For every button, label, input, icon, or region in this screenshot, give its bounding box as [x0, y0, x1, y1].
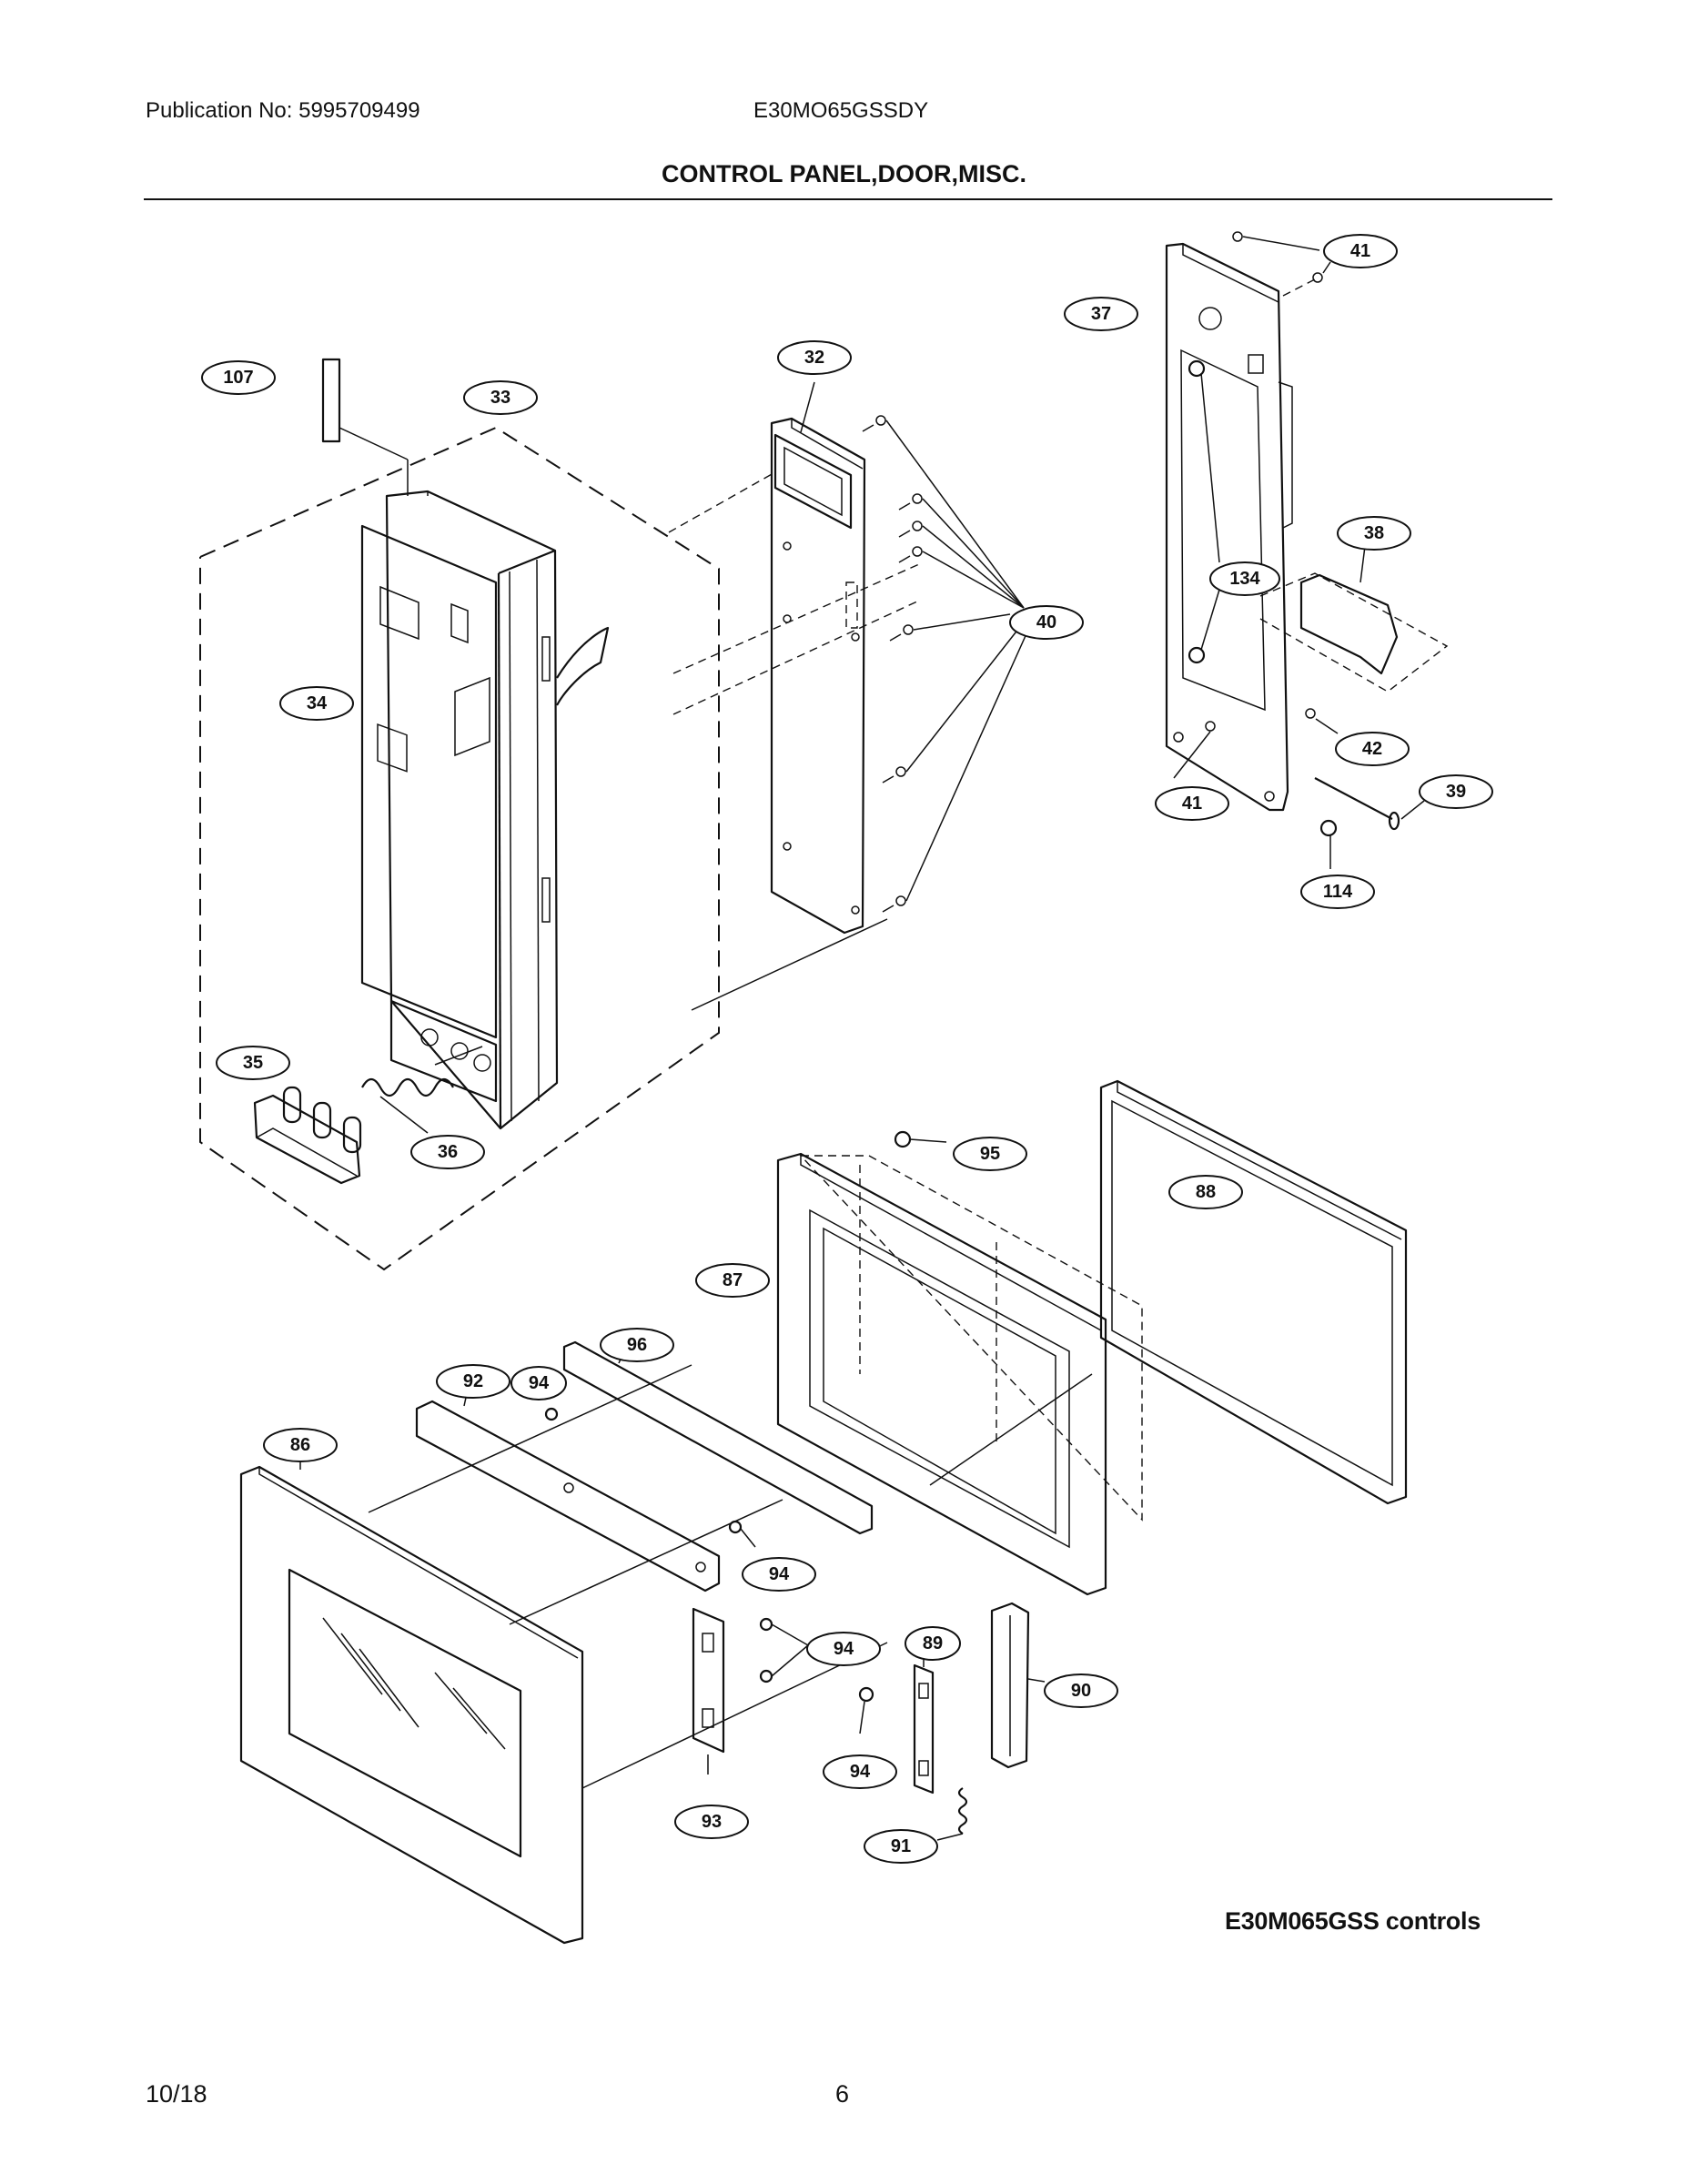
svg-text:94: 94 [529, 1373, 550, 1393]
svg-text:87: 87 [723, 1270, 743, 1290]
callout-38: 38 [1337, 516, 1411, 551]
diagram-caption: E30M065GSS controls [1225, 1907, 1481, 1935]
callout-42: 42 [1335, 732, 1410, 766]
svg-text:41: 41 [1182, 794, 1202, 814]
svg-text:32: 32 [804, 348, 824, 368]
part-40-screws [862, 415, 1029, 913]
callout-91: 91 [864, 1829, 938, 1864]
svg-text:134: 134 [1229, 569, 1260, 589]
callout-87: 87 [695, 1263, 770, 1298]
callout-86: 86 [263, 1428, 338, 1462]
callout-94-a: 94 [510, 1366, 567, 1400]
callout-114: 114 [1300, 875, 1375, 909]
part-91-spring [936, 1787, 968, 1841]
part-32-board [770, 381, 866, 935]
part-95-screw [894, 1130, 947, 1148]
page-number: 6 [835, 2080, 850, 2108]
part-114-screw [1319, 819, 1338, 869]
svg-text:91: 91 [891, 1836, 911, 1856]
svg-text:86: 86 [290, 1435, 310, 1455]
part-89-latch [913, 1649, 935, 1795]
callout-95: 95 [953, 1137, 1027, 1171]
callout-88: 88 [1168, 1175, 1243, 1209]
callout-94-d: 94 [823, 1754, 897, 1789]
callout-134: 134 [1209, 561, 1280, 596]
model-number: E30MO65GSSDY [753, 98, 929, 123]
callout-40: 40 [1009, 605, 1084, 640]
callout-94-b: 94 [742, 1557, 816, 1592]
part-39-rod [1314, 777, 1425, 831]
callout-34: 34 [279, 686, 354, 721]
callout-36: 36 [410, 1135, 485, 1169]
part-88-choke-frame [1099, 1079, 1408, 1505]
part-93-hinge-plate [692, 1607, 725, 1774]
svg-text:42: 42 [1362, 739, 1382, 759]
svg-text:96: 96 [627, 1335, 647, 1355]
projection-lines [668, 472, 920, 1011]
svg-text:35: 35 [243, 1053, 263, 1073]
svg-text:39: 39 [1446, 782, 1466, 802]
svg-text:37: 37 [1091, 304, 1111, 324]
callout-92: 92 [436, 1364, 510, 1399]
svg-text:94: 94 [850, 1762, 871, 1782]
svg-text:89: 89 [923, 1633, 943, 1653]
callout-96: 96 [600, 1328, 674, 1362]
svg-text:92: 92 [463, 1371, 483, 1391]
svg-text:94: 94 [834, 1639, 854, 1659]
callout-35: 35 [216, 1046, 290, 1080]
part-86-door [239, 1364, 888, 1945]
part-37-bracket [1165, 242, 1293, 812]
part-33-control-panel [385, 490, 610, 1130]
svg-text:34: 34 [307, 693, 328, 713]
svg-text:38: 38 [1364, 523, 1384, 543]
svg-text:93: 93 [702, 1812, 722, 1832]
part-94-screws [544, 1407, 874, 1734]
callout-90: 90 [1044, 1673, 1118, 1708]
callout-bubbles: 107 33 32 37 41 38 134 40 34 42 39 41 11… [201, 234, 1493, 1864]
svg-text:114: 114 [1323, 882, 1353, 902]
callout-37: 37 [1064, 297, 1138, 331]
callout-107: 107 [201, 360, 276, 395]
part-38-clip [1259, 545, 1449, 693]
section-title: CONTROL PANEL,DOOR,MISC. [661, 160, 1026, 187]
callout-41-top: 41 [1323, 234, 1398, 268]
svg-text:95: 95 [980, 1144, 1000, 1164]
part-96-seal-strip [562, 1340, 874, 1535]
part-36-spring [361, 1046, 483, 1134]
callout-93: 93 [674, 1805, 749, 1839]
callout-94-c: 94 [806, 1632, 881, 1666]
part-92-hinge-bar [415, 1384, 721, 1592]
svg-text:107: 107 [223, 368, 253, 388]
callout-39: 39 [1419, 774, 1493, 809]
footer-date: 10/18 [146, 2080, 207, 2108]
part-34-overlay [360, 524, 498, 1039]
svg-text:33: 33 [490, 388, 510, 408]
part-35-button-block [253, 1086, 362, 1185]
svg-text:90: 90 [1071, 1681, 1091, 1701]
part-107-label [321, 358, 409, 496]
svg-text:41: 41 [1350, 241, 1370, 261]
part-134-pins [1188, 359, 1220, 664]
part-42-screw [1305, 708, 1339, 734]
title-rule [144, 198, 1552, 200]
callout-89: 89 [905, 1626, 961, 1661]
callout-41-bottom: 41 [1155, 786, 1229, 821]
part-33-panel-boundary [199, 426, 720, 1271]
svg-text:88: 88 [1196, 1182, 1216, 1202]
part-33-lower-housing [389, 999, 498, 1103]
part-87-door-frame [776, 1152, 1143, 1596]
svg-text:94: 94 [769, 1564, 790, 1584]
callout-33: 33 [463, 380, 538, 415]
part-90-latch-arm [990, 1602, 1046, 1769]
svg-text:36: 36 [438, 1142, 458, 1162]
svg-text:40: 40 [1036, 612, 1056, 632]
publication-number: Publication No: 5995709499 [146, 98, 420, 123]
part-41-screws [1173, 231, 1331, 779]
callout-32: 32 [777, 340, 852, 375]
